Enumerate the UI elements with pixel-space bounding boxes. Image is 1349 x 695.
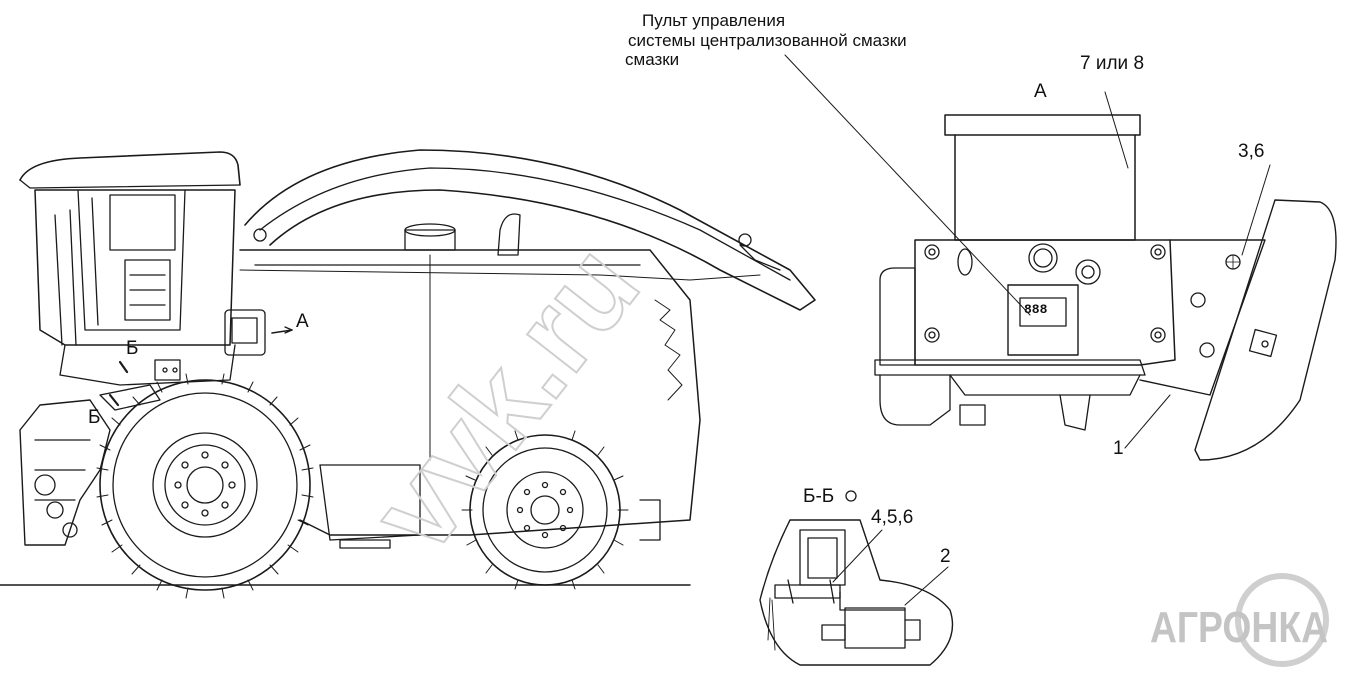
panel-label-line2: системы централизованной смазки (628, 31, 907, 50)
panel-label-line1: Пульт управления (642, 11, 786, 30)
section-bb-title: Б-Б (803, 486, 835, 507)
position-label-4-5-6: 4,5,6 (871, 507, 914, 528)
section-bb-detail (759, 490, 954, 666)
section-b-marker-upper: Б (126, 338, 139, 359)
display-readout: 888 (1024, 302, 1048, 317)
svg-text:АГРОНКА: АГРОНКА (1150, 603, 1328, 652)
position-label-3-6: 3,6 (1238, 141, 1265, 162)
watermark-logo: АГРОНКА (1150, 573, 1329, 667)
section-b-marker-lower: Б (88, 407, 101, 428)
position-label-7-8: 7 или 8 (1080, 53, 1145, 74)
view-a-marker: А (296, 311, 309, 332)
harvester-side-view (0, 149, 816, 599)
position-label-1: 1 (1113, 438, 1124, 459)
view-a-title: А (1034, 81, 1047, 102)
position-label-2: 2 (940, 546, 951, 567)
view-a-lubrication-unit (784, 54, 1337, 461)
panel-label-line3: смазки (625, 50, 680, 69)
